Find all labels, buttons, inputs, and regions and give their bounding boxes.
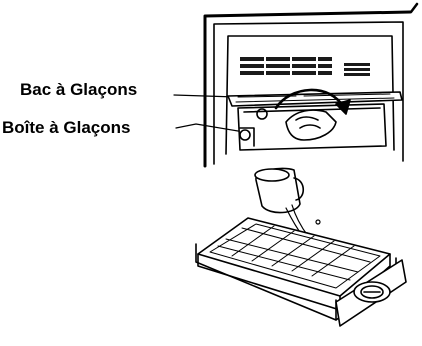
ice-box-leader (176, 124, 244, 132)
ice-cube-tray (196, 218, 406, 326)
vent-grille (240, 57, 370, 76)
pitcher-icon (255, 168, 303, 212)
freezer-compartment (205, 4, 417, 166)
